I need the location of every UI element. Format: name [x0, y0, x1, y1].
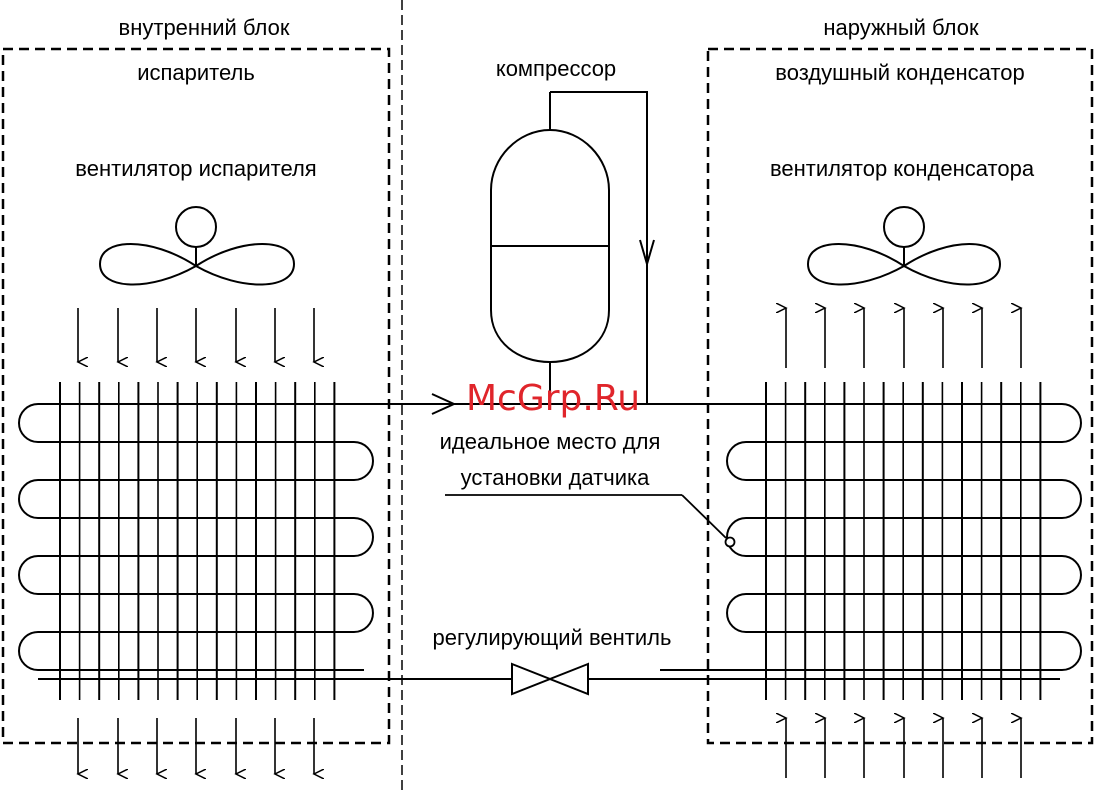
condenser-fan-label: вентилятор конденсатора: [770, 156, 1035, 181]
sensor-note-line2: установки датчика: [461, 465, 650, 490]
outdoor-unit-label: наружный блок: [823, 15, 979, 40]
condenser-airflow-out: [786, 308, 1021, 368]
indoor-unit-label: внутренний блок: [119, 15, 290, 40]
control-valve-icon: [512, 664, 588, 694]
condenser-fan-icon: [808, 207, 1000, 285]
condenser-fins: [766, 382, 1040, 700]
watermark: McGrp.Ru: [466, 378, 640, 419]
condenser-coil: [660, 404, 1081, 670]
evaporator-airflow-in: [78, 308, 314, 362]
compressor-label: компрессор: [496, 56, 616, 81]
evaporator-fan-label: вентилятор испарителя: [75, 156, 316, 181]
compressor-icon: [491, 92, 609, 404]
condenser-airflow-in: [786, 718, 1021, 778]
evaporator-coil: [19, 404, 373, 670]
evaporator-airflow-out: [78, 718, 314, 774]
control-valve-label: регулирующий вентиль: [433, 625, 672, 650]
discharge-line: [550, 92, 654, 404]
evaporator-fan-icon: [100, 207, 294, 285]
sensor-note-line1: идеальное место для: [440, 429, 661, 454]
sensor-pointer: [445, 495, 735, 547]
air-condenser-label: воздушный конденсатор: [775, 60, 1024, 85]
evaporator-fins: [60, 382, 334, 700]
evaporator-label: испаритель: [137, 60, 255, 85]
